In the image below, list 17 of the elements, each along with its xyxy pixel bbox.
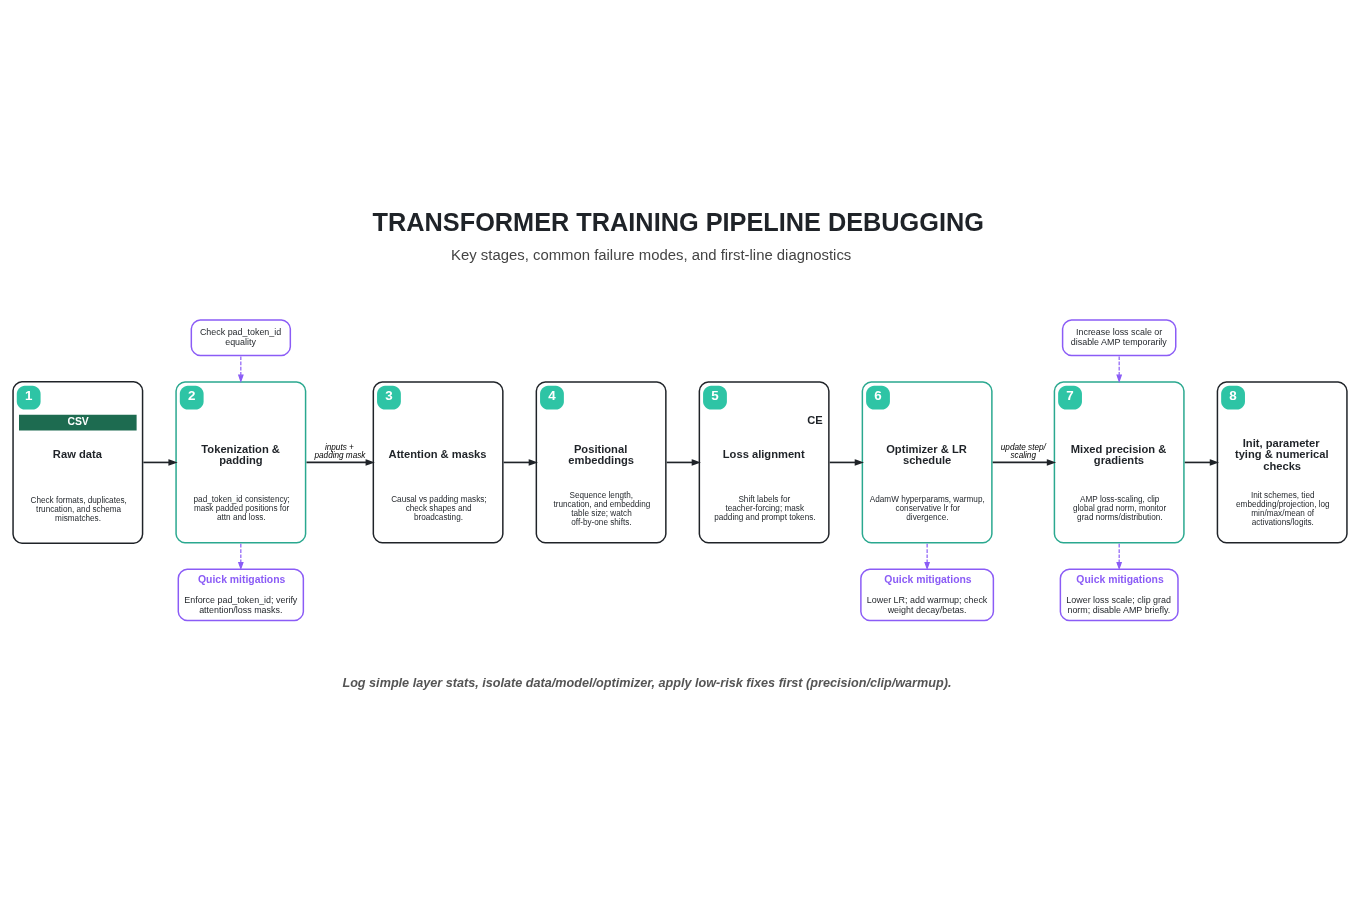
arrow [502, 459, 538, 466]
arrow [142, 459, 178, 466]
arrow [665, 459, 701, 466]
arrow [991, 459, 1057, 466]
label: Key stages, common failure modes, and first-line diagnostics [451, 246, 852, 263]
diagram-title: TRANSFORMER TRAINING PIPELINE DEBUGGING [372, 208, 984, 237]
arrow [237, 355, 244, 383]
arrow [1116, 355, 1123, 383]
arrow [924, 543, 931, 571]
edge-label: inputs + padding mask [314, 442, 366, 460]
caption: Log simple layer stats, isolate data/model/optimizer, apply low-risk fixes first (precision/clip/warmup). [342, 675, 952, 690]
arrow [1116, 543, 1123, 571]
arrow [305, 459, 375, 466]
arrow [1183, 459, 1220, 466]
edge-label: update step/ scaling [1000, 442, 1046, 460]
arrow [828, 459, 864, 466]
arrow [237, 543, 244, 571]
